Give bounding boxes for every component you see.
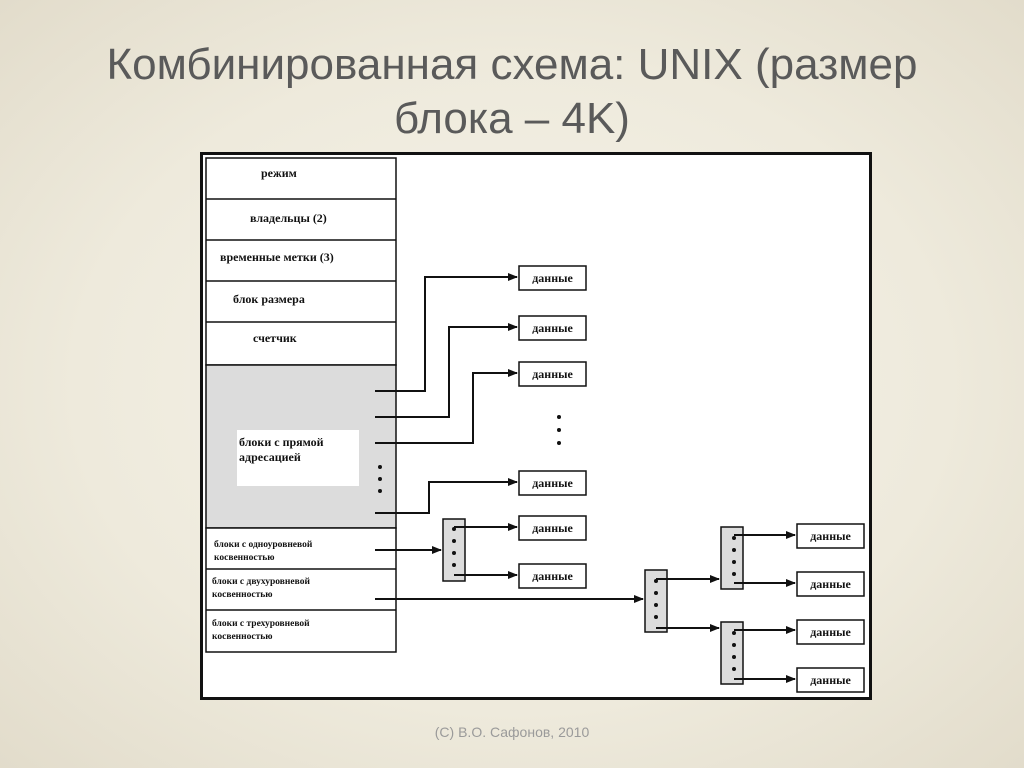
triple-label-line-2: косвенностью	[212, 632, 273, 642]
data-block-label: данные	[532, 521, 573, 535]
data-block-label: данные	[810, 625, 851, 639]
single-indirect-pointers	[454, 523, 518, 579]
double-label-line-2: косвенностью	[212, 590, 273, 600]
double-indirect-l2-block-1	[720, 526, 744, 590]
direct-label-line-2: адресацией	[239, 450, 301, 464]
direct-label-box	[237, 430, 359, 486]
field-mode: режим	[261, 166, 297, 180]
data-ellipsis	[557, 415, 561, 445]
single-indirect-dots	[452, 527, 456, 567]
single-label-line-1: блоки с одноуровневой	[214, 539, 313, 550]
slide-title-line-1: Комбинированная схема: UNIX (размер	[106, 40, 918, 89]
single-indirect-block	[442, 518, 466, 582]
slide-title: Комбинированная схема: UNIX (размер блок…	[0, 38, 1024, 146]
double-indirect-l2-dots-1	[732, 536, 736, 576]
data-block: данные	[518, 515, 587, 541]
double-indirect-l1-block	[644, 569, 668, 633]
field-timestamps: временные метки (3)	[220, 250, 334, 264]
field-counter: счетчик	[253, 331, 297, 345]
data-block-label: данные	[532, 367, 573, 381]
inode-diagram-svg: режим владельцы (2) временные метки (3) …	[205, 157, 865, 693]
double-indirect-l1-pointers	[656, 575, 720, 632]
double-label-box	[209, 573, 371, 605]
data-block: данные	[796, 619, 865, 645]
double-indirect-l1-dots	[654, 579, 658, 619]
single-label-line-2: косвенностью	[214, 553, 275, 563]
data-block: данные	[796, 667, 865, 693]
data-block-label: данные	[532, 271, 573, 285]
data-block: данные	[796, 523, 865, 549]
data-block: данные	[518, 265, 587, 291]
data-block: данные	[518, 470, 587, 496]
triple-label-line-1: блоки с трехуровневой	[212, 618, 310, 629]
field-owners: владельцы (2)	[250, 211, 327, 225]
slide-title-line-2: блока – 4K)	[394, 94, 630, 143]
data-block-label: данные	[810, 529, 851, 543]
field-size-block: блок размера	[233, 292, 305, 306]
data-block-label: данные	[810, 577, 851, 591]
data-block: данные	[518, 361, 587, 387]
double-indirect-l2-block-2	[720, 621, 744, 685]
double-indirect-l2-dots-2	[732, 631, 736, 671]
double-label-line-1: блоки с двухуровневой	[212, 576, 310, 587]
direct-pointers	[375, 273, 518, 514]
direct-ellipsis	[378, 465, 382, 493]
direct-label-line-1: блоки с прямой	[239, 435, 324, 449]
footer-copyright: (С) В.О. Сафонов, 2010	[434, 724, 590, 740]
double-indirect-l2-pointers	[734, 531, 796, 683]
data-block: данные	[796, 571, 865, 597]
data-block: данные	[518, 315, 587, 341]
single-label-box	[211, 536, 373, 564]
data-block-label: данные	[532, 569, 573, 583]
data-block-label: данные	[532, 476, 573, 490]
data-block-label: данные	[810, 673, 851, 687]
data-block-label: данные	[532, 321, 573, 335]
data-block: данные	[518, 563, 587, 589]
inode-diagram: режим владельцы (2) временные метки (3) …	[200, 152, 872, 700]
